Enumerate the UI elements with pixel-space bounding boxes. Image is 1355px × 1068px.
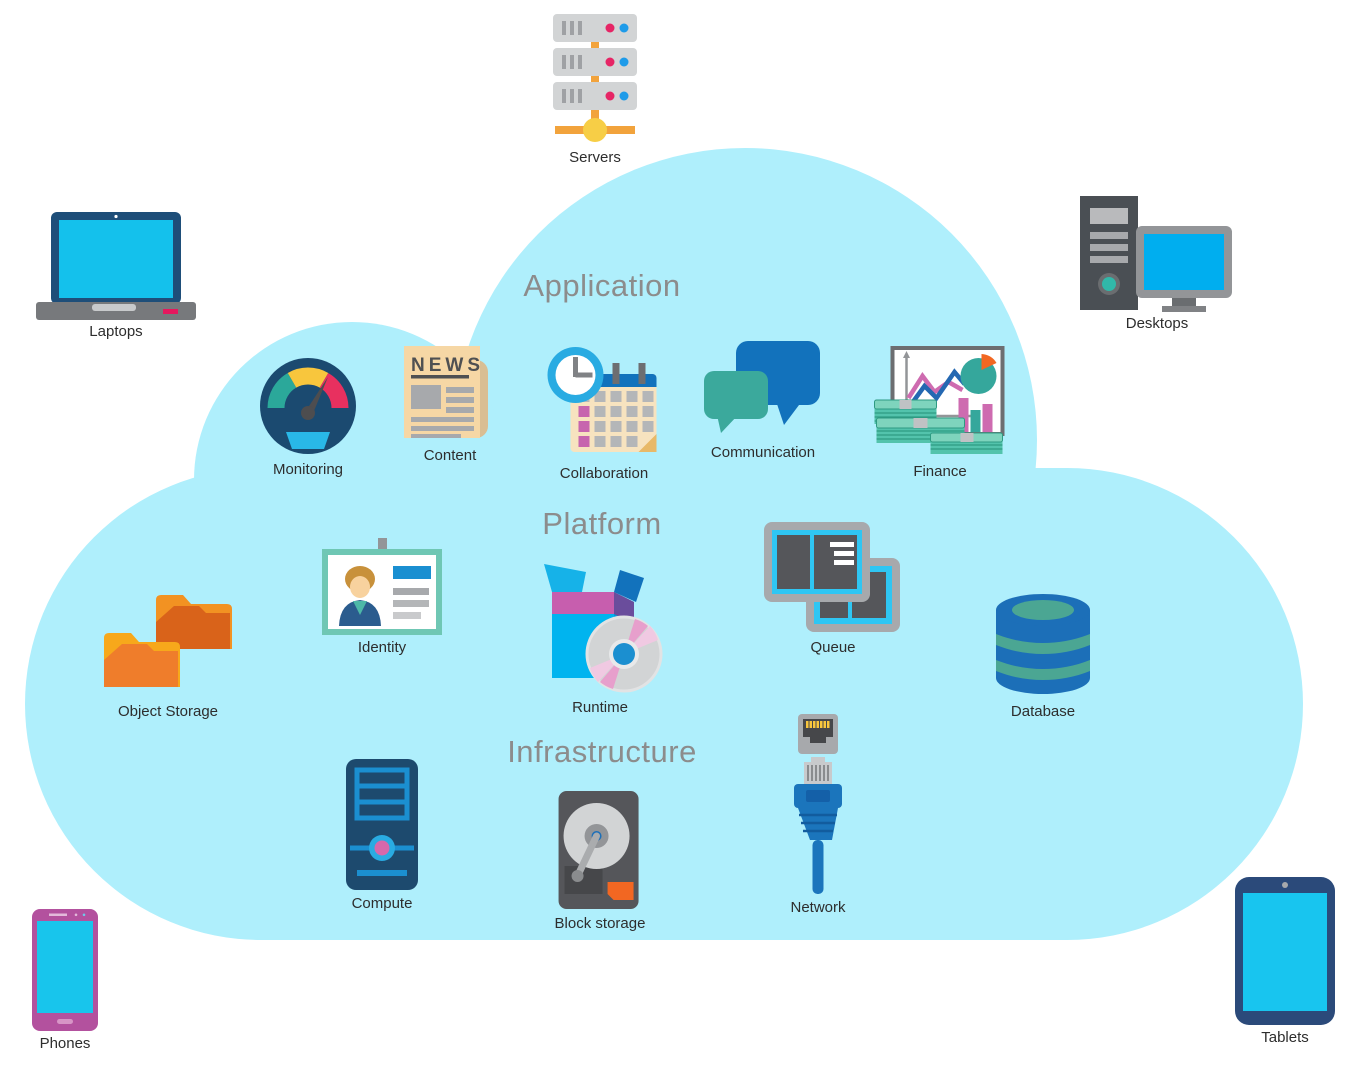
node-content: NEWS Content bbox=[400, 344, 500, 464]
node-laptops: Laptops bbox=[36, 212, 196, 340]
node-tablets: Tablets bbox=[1234, 876, 1336, 1046]
node-database: Database bbox=[993, 588, 1093, 720]
node-communication: Communication bbox=[704, 341, 822, 461]
node-block-storage: Block storage bbox=[554, 790, 646, 932]
node-desktops: Desktops bbox=[1078, 194, 1236, 332]
smartphone-icon bbox=[31, 908, 99, 1032]
finance-charts-money-icon bbox=[873, 346, 1008, 460]
tablets-label: Tablets bbox=[1261, 1029, 1309, 1046]
node-phones: Phones bbox=[31, 908, 99, 1052]
desktops-label: Desktops bbox=[1125, 315, 1189, 332]
node-collaboration: Collaboration bbox=[547, 344, 662, 482]
database-label: Database bbox=[1010, 703, 1076, 720]
node-network: Network bbox=[786, 714, 850, 916]
layer-heading-platform: Platform bbox=[542, 506, 662, 541]
servers-label: Servers bbox=[569, 149, 621, 166]
runtime-label: Runtime bbox=[572, 699, 628, 716]
node-identity: Identity bbox=[321, 538, 443, 656]
laptops-label: Laptops bbox=[89, 323, 143, 340]
server-tower-icon bbox=[345, 758, 419, 892]
news-text: NEWS bbox=[411, 355, 484, 376]
folders-icon bbox=[102, 588, 234, 700]
content-label: Content bbox=[423, 447, 477, 464]
phones-label: Phones bbox=[39, 1035, 91, 1052]
network-label: Network bbox=[790, 899, 846, 916]
chat-bubbles-icon bbox=[704, 341, 822, 441]
identity-label: Identity bbox=[357, 639, 407, 656]
node-servers: Servers bbox=[549, 12, 641, 166]
servers-icon bbox=[549, 12, 641, 146]
communication-label: Communication bbox=[710, 444, 816, 461]
node-compute: Compute bbox=[345, 758, 419, 912]
database-cylinder-icon bbox=[993, 588, 1093, 700]
finance-label: Finance bbox=[913, 463, 967, 480]
message-windows-icon bbox=[762, 520, 904, 636]
desktop-icon bbox=[1078, 194, 1236, 312]
layer-heading-application: Application bbox=[523, 268, 681, 303]
id-badge-icon bbox=[321, 538, 443, 636]
block-storage-label: Block storage bbox=[554, 915, 646, 932]
node-object-storage: Object Storage bbox=[102, 588, 234, 720]
software-box-disc-icon bbox=[536, 556, 664, 696]
hard-drive-icon bbox=[558, 790, 642, 912]
calendar-clock-icon bbox=[547, 344, 662, 462]
node-runtime: Runtime bbox=[536, 556, 664, 716]
monitoring-label: Monitoring bbox=[272, 461, 344, 478]
queue-label: Queue bbox=[810, 639, 856, 656]
node-monitoring: Monitoring bbox=[258, 356, 358, 478]
node-finance: Finance bbox=[873, 346, 1008, 480]
collaboration-label: Collaboration bbox=[559, 465, 649, 482]
node-queue: Queue bbox=[762, 520, 904, 656]
object-storage-label: Object Storage bbox=[117, 703, 219, 720]
tablet-icon bbox=[1234, 876, 1336, 1026]
layer-heading-infrastructure: Infrastructure bbox=[507, 734, 697, 769]
gauge-icon bbox=[258, 356, 358, 458]
compute-label: Compute bbox=[351, 895, 413, 912]
newspaper-icon: NEWS bbox=[400, 344, 500, 444]
laptop-icon bbox=[36, 212, 196, 320]
ethernet-icon bbox=[786, 714, 850, 896]
